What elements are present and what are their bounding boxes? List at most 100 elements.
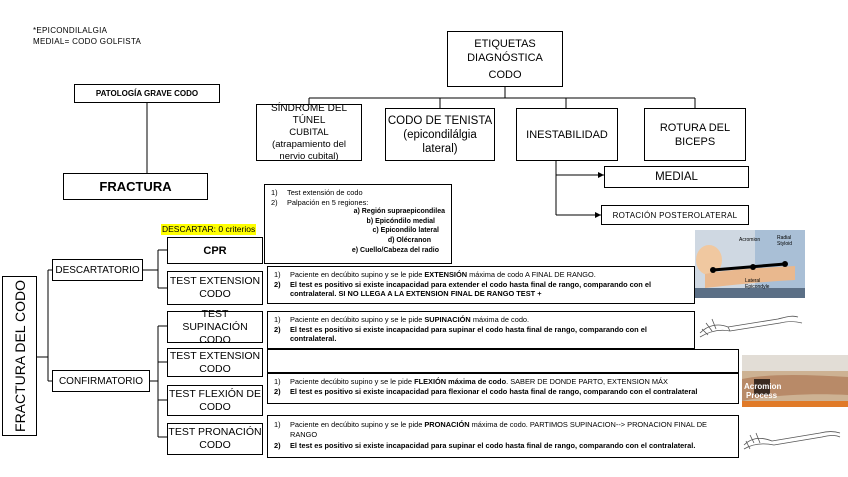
rotura-line2: BICEPS xyxy=(674,135,716,148)
test-supinacion-codo-box: TEST SUPINACIÓN CODO xyxy=(167,307,263,346)
tenista-line3: lateral) xyxy=(422,142,458,155)
region-d: d) Olécranon xyxy=(387,236,431,244)
etiquetas-diagnostica-box: ETIQUETAS DIAGNÓSTICA CODO xyxy=(447,31,563,87)
pron-desc-a1: Paciente en decúbito supino y se le pide xyxy=(290,420,425,429)
tunel-line2: CUBITAL xyxy=(289,126,329,138)
test-flexion-line2: CODO xyxy=(199,400,231,413)
desc-flexion-box: 1)Paciente decúbito supino y se le pide … xyxy=(267,373,739,404)
photo-label-acromion: Acromion xyxy=(739,237,761,243)
arm-extension-illustration xyxy=(695,230,805,298)
sup-desc-a1: Paciente en decúbito supino y se le pide xyxy=(290,315,425,324)
arm-extension-photo: Acromion Radial Styloid Lateral Epicondy… xyxy=(695,230,805,298)
inestabilidad-label: INESTABILIDAD xyxy=(526,128,608,141)
flex-desc-ab: FLEXIÓN máxima de codo xyxy=(414,377,507,386)
region-c: c) Epicondilo lateral xyxy=(372,227,439,235)
descartatorio-label: DESCARTATORIO xyxy=(55,264,140,276)
fractura-label: FRACTURA xyxy=(99,179,172,194)
photo-label-radial-styloid: Radial Styloid xyxy=(777,235,793,247)
sup-num-1: 1) xyxy=(274,315,281,324)
pron-num-1: 1) xyxy=(274,420,281,429)
test-supinacion-line1: TEST SUPINACIÓN xyxy=(182,307,248,333)
rotacion-label: ROTACIÓN POSTEROLATERAL xyxy=(612,210,738,220)
descartatorio-box: DESCARTATORIO xyxy=(52,259,143,281)
patologia-grave-box: PATOLOGÍA GRAVE CODO xyxy=(74,84,220,103)
test-flexion-line1: TEST FLEXIÓN DE xyxy=(169,387,261,400)
desc-extension-box: 1) Paciente en decúbito supino y se le pi… xyxy=(267,266,695,304)
test-pronacion-line1: TEST PRONACIÓN xyxy=(168,426,262,438)
cpr-criteria-box: 1) Test extensión de codo 2) Palpación en … xyxy=(264,184,452,264)
cpr-num-2: 2) xyxy=(271,197,278,207)
notes: *EPICONDILALGIA MEDIAL= CODO GOLFISTA xyxy=(33,25,141,47)
cpr-num-1: 1) xyxy=(271,188,278,197)
test-extension-1-line2: CODO xyxy=(199,288,231,300)
sup-desc-b: El test es positivo si existe incapacida… xyxy=(290,324,647,344)
sup-desc-ab: SUPINACIÓN xyxy=(424,315,471,324)
rotura-biceps-box: ROTURA DEL BICEPS xyxy=(644,108,746,161)
inestabilidad-box: INESTABILIDAD xyxy=(516,108,618,161)
test-extension-1-line1: TEST EXTENSION xyxy=(169,275,261,287)
cpr-box: CPR xyxy=(167,237,263,264)
sup-num-2: 2) xyxy=(274,324,281,334)
test-extension-2-line2: CODO xyxy=(199,362,231,375)
flex-num-1: 1) xyxy=(274,377,281,386)
patologia-grave-label: PATOLOGÍA GRAVE CODO xyxy=(95,89,199,98)
etiquetas-line3: CODO xyxy=(488,68,522,81)
ext-desc-bb: SI NO LLEGA A LA EXTENSION FINAL DE RANG… xyxy=(338,289,542,299)
pron-desc-ab: PRONACIÓN xyxy=(424,420,470,429)
etiquetas-line1: ETIQUETAS xyxy=(474,37,536,50)
confirmatorio-box: CONFIRMATORIO xyxy=(52,370,150,392)
region-b: b) Epicóndilo medial xyxy=(366,217,435,225)
acromion-illustration xyxy=(742,355,848,407)
descartar-criterios-label: DESCARTAR: 0 criterios xyxy=(161,224,257,235)
ext-desc-a1: Paciente en decúbito supino y se le pide xyxy=(290,270,425,279)
rotura-line1: ROTURA DEL xyxy=(659,121,731,134)
fractura-del-codo-box: FRACTURA DEL CODO xyxy=(2,276,37,436)
ext-num-1: 1) xyxy=(274,270,281,279)
pron-desc-b: El test es positivo si existe incapacida… xyxy=(290,441,696,451)
region-a: a) Región supraepicondilea xyxy=(353,208,445,216)
confirmatorio-label: CONFIRMATORIO xyxy=(58,375,144,387)
codo-tenista-box: CODO DE TENISTA (epicondilálgia lateral) xyxy=(385,108,495,161)
sindrome-tunel-cubital-box: SÍNDROME DEL TÚNEL CUBITAL (atrapamiento… xyxy=(256,102,362,162)
test-supinacion-line2: CODO xyxy=(199,333,231,346)
region-e: e) Cuello/Cabeza del radio xyxy=(351,246,439,254)
ext-desc-a2: máxima de codo A FINAL DE RANGO. xyxy=(467,270,596,279)
note-epicondilalgia: *EPICONDILALGIA xyxy=(33,26,108,35)
photo-label-process: Process xyxy=(746,391,778,400)
rotacion-posterolateral-box: ROTACIÓN POSTEROLATERAL xyxy=(601,205,749,225)
tunel-line4: nervio cubital) xyxy=(279,150,339,162)
pron-desc-a2: máxima de codo. PARTIMOS SUPINACION--> P… xyxy=(290,420,707,439)
medial-label: MEDIAL xyxy=(655,171,698,183)
test-extension-codo-box-1: TEST EXTENSION CODO xyxy=(167,271,263,305)
acromion-photo: Acromion Process xyxy=(742,355,848,407)
ext-desc-b1: El test es positivo si existe incapacida… xyxy=(290,279,652,299)
pron-num-2: 2) xyxy=(274,441,281,451)
tenista-line2: (epicondilálgia xyxy=(403,128,477,141)
arm-bones-sketch-1 xyxy=(699,315,803,338)
tenista-line1: CODO DE TENISTA xyxy=(387,114,493,127)
desc-extension-empty-box xyxy=(267,349,739,373)
test-flexion-codo-box: TEST FLEXIÓN DE CODO xyxy=(167,385,263,416)
photo-label-acromion-2: Acromion xyxy=(744,382,782,391)
medial-box: MEDIAL xyxy=(604,166,749,188)
flex-desc-b: El test es positivo si existe incapacida… xyxy=(290,386,698,396)
test-extension-codo-box-2: TEST EXTENSION CODO xyxy=(167,348,263,377)
photo-label-lateral-epicondyle: Lateral Epicondyle xyxy=(745,278,770,290)
flex-desc-a1: Paciente decúbito supino y se le pide xyxy=(290,377,415,386)
tunel-line1: SÍNDROME DEL TÚNEL xyxy=(270,102,348,126)
ext-num-2: 2) xyxy=(274,279,281,289)
note-medial-golfista: MEDIAL= CODO GOLFISTA xyxy=(33,37,142,46)
desc-supinacion-box: 1) Paciente en decúbito supino y se le pi… xyxy=(267,311,695,349)
cpr-item-palpacion: Palpación en 5 regiones: xyxy=(287,197,369,207)
flex-num-2: 2) xyxy=(274,386,281,396)
ext-desc-ab: EXTENSIÓN xyxy=(424,270,468,279)
test-pronacion-line2: CODO xyxy=(199,439,231,451)
cpr-item-extension: Test extensión de codo xyxy=(287,188,363,197)
desc-pronacion-box: 1) Paciente en decúbito supino y se le pi… xyxy=(267,415,739,458)
cpr-label: CPR xyxy=(203,244,227,257)
flex-desc-a2: . SABER DE DONDE PARTO, EXTENSION MÁX xyxy=(506,377,668,386)
etiquetas-line2: DIAGNÓSTICA xyxy=(467,51,543,64)
fractura-box: FRACTURA xyxy=(63,173,208,200)
sup-desc-a2: máxima de codo. xyxy=(470,315,530,324)
